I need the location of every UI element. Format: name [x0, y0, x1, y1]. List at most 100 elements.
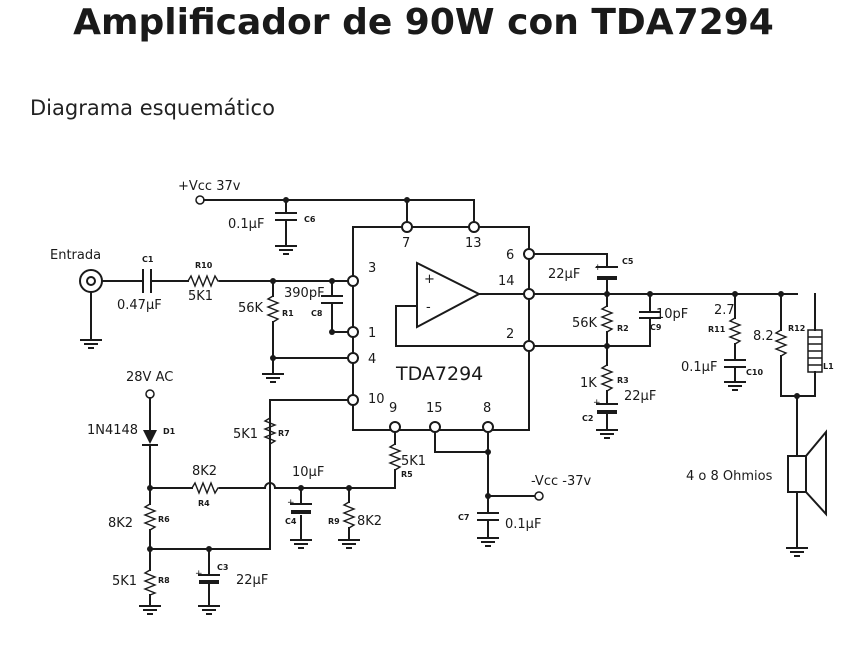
ground-symbol: [198, 605, 220, 615]
pin-7: [401, 221, 413, 233]
ground-symbol: [275, 245, 297, 255]
c5-plus: +: [594, 263, 602, 273]
vcc-pos-terminal[interactable]: [195, 195, 205, 205]
junction: [794, 393, 800, 399]
pin1-pin4-wires: [272, 331, 354, 359]
r9-ref: R9: [328, 517, 340, 526]
r1-value: 56K: [238, 301, 264, 316]
r7-resistor: [263, 417, 277, 445]
vcc-neg-label: -Vcc -37v: [531, 474, 591, 489]
opamp-symbol: [416, 261, 482, 329]
input-jack-inner: [86, 276, 96, 286]
r12-value: 8.2: [753, 329, 774, 344]
ac28-label: 28V AC: [126, 370, 173, 385]
c5-plate-neg: [597, 276, 617, 280]
l1-ref: L1: [823, 362, 834, 371]
r8-resistor: [143, 569, 157, 596]
c10-value: 0.1μF: [681, 360, 717, 375]
opamp-minus-sign: -: [426, 300, 431, 315]
pin-13-label: 13: [465, 236, 482, 251]
r5-ref: R5: [401, 470, 413, 479]
junction: [270, 355, 276, 361]
c2-ref: C2: [582, 414, 593, 423]
c3-plus: +: [195, 569, 203, 579]
r5-wire: [348, 431, 396, 489]
r9-resistor: [342, 501, 356, 529]
c4-value: 10μF: [292, 465, 324, 480]
vcc-pos-rail: [203, 199, 475, 227]
c1-ref: C1: [142, 255, 154, 264]
pin-8: [482, 421, 494, 433]
c6-value: 0.1μF: [228, 217, 264, 232]
ground-symbol: [477, 537, 499, 547]
r2-ref: R2: [617, 324, 629, 333]
pin-4: [347, 352, 359, 364]
pin-14-label: 14: [498, 274, 515, 289]
r5-resistor: [388, 443, 402, 471]
pin-2: [523, 340, 535, 352]
r6-ref: R6: [158, 515, 170, 524]
pin-6: [523, 248, 535, 260]
pin-15-label: 15: [426, 401, 443, 416]
speaker-label: 4 o 8 Ohmios: [686, 469, 773, 484]
r3-resistor: [600, 364, 614, 392]
c2-value: 22μF: [624, 389, 656, 404]
junction: [604, 343, 610, 349]
opamp-plus-sign: +: [424, 272, 435, 287]
ground-symbol: [290, 539, 312, 549]
c9-value: 10pF: [656, 307, 688, 322]
c3-plate-neg: [199, 580, 219, 584]
pin-13: [468, 221, 480, 233]
d1-ref: D1: [163, 427, 176, 436]
c8-wire: [321, 280, 343, 333]
ac28-terminal[interactable]: [145, 389, 155, 399]
junction: [206, 546, 212, 552]
r12-ref: R12: [788, 324, 805, 333]
vcc-neg-terminal[interactable]: [534, 491, 544, 501]
c6-plates: [275, 212, 297, 247]
pin-9-label: 9: [389, 401, 397, 416]
r3-ref: R3: [617, 376, 629, 385]
c4-plus: +: [287, 498, 295, 508]
pin-4-label: 4: [368, 352, 376, 367]
r10-ref: R10: [195, 261, 213, 270]
junction: [485, 493, 491, 499]
c1-value: 0.47μF: [117, 298, 162, 313]
r3-value: 1K: [580, 376, 597, 391]
c7-ref: C7: [458, 513, 469, 522]
input-label: Entrada: [50, 248, 101, 263]
r4-value: 8K2: [192, 464, 217, 479]
pin-3-label: 3: [368, 261, 376, 276]
pin-10: [347, 394, 359, 406]
junction: [283, 197, 289, 203]
c7-plates: [477, 512, 499, 539]
c9-ref: C9: [650, 323, 662, 332]
r4-ref: R4: [198, 499, 210, 508]
pin-6-label: 6: [506, 248, 514, 263]
ground-symbol: [724, 381, 746, 391]
c4-plate-neg: [291, 510, 311, 514]
r6-value: 8K2: [108, 516, 133, 531]
r4-resistor: [191, 481, 220, 495]
pin-3: [347, 275, 359, 287]
pin-2-label: 2: [506, 327, 514, 342]
ground-symbol: [80, 339, 102, 349]
r10-value: 5K1: [188, 289, 213, 304]
speaker-cone: [805, 429, 827, 517]
pin-15: [429, 421, 441, 433]
c3-ref: C3: [217, 563, 228, 572]
r1-resistor: [266, 295, 280, 323]
r11-resistor: [728, 317, 742, 345]
internal-feedback-wire: [395, 293, 530, 347]
r1-ref: R1: [282, 309, 294, 318]
r6-resistor: [143, 503, 157, 531]
page-subtitle: Diagrama esquemático: [30, 96, 275, 120]
input-jack-outer[interactable]: [79, 269, 103, 293]
c7-value: 0.1μF: [505, 517, 541, 532]
r7-value: 5K1: [233, 427, 258, 442]
pin-10-label: 10: [368, 392, 385, 407]
c9-wire: [533, 293, 661, 347]
r2-resistor: [600, 305, 614, 333]
page-title: Amplificador de 90W con TDA7294: [73, 2, 774, 43]
